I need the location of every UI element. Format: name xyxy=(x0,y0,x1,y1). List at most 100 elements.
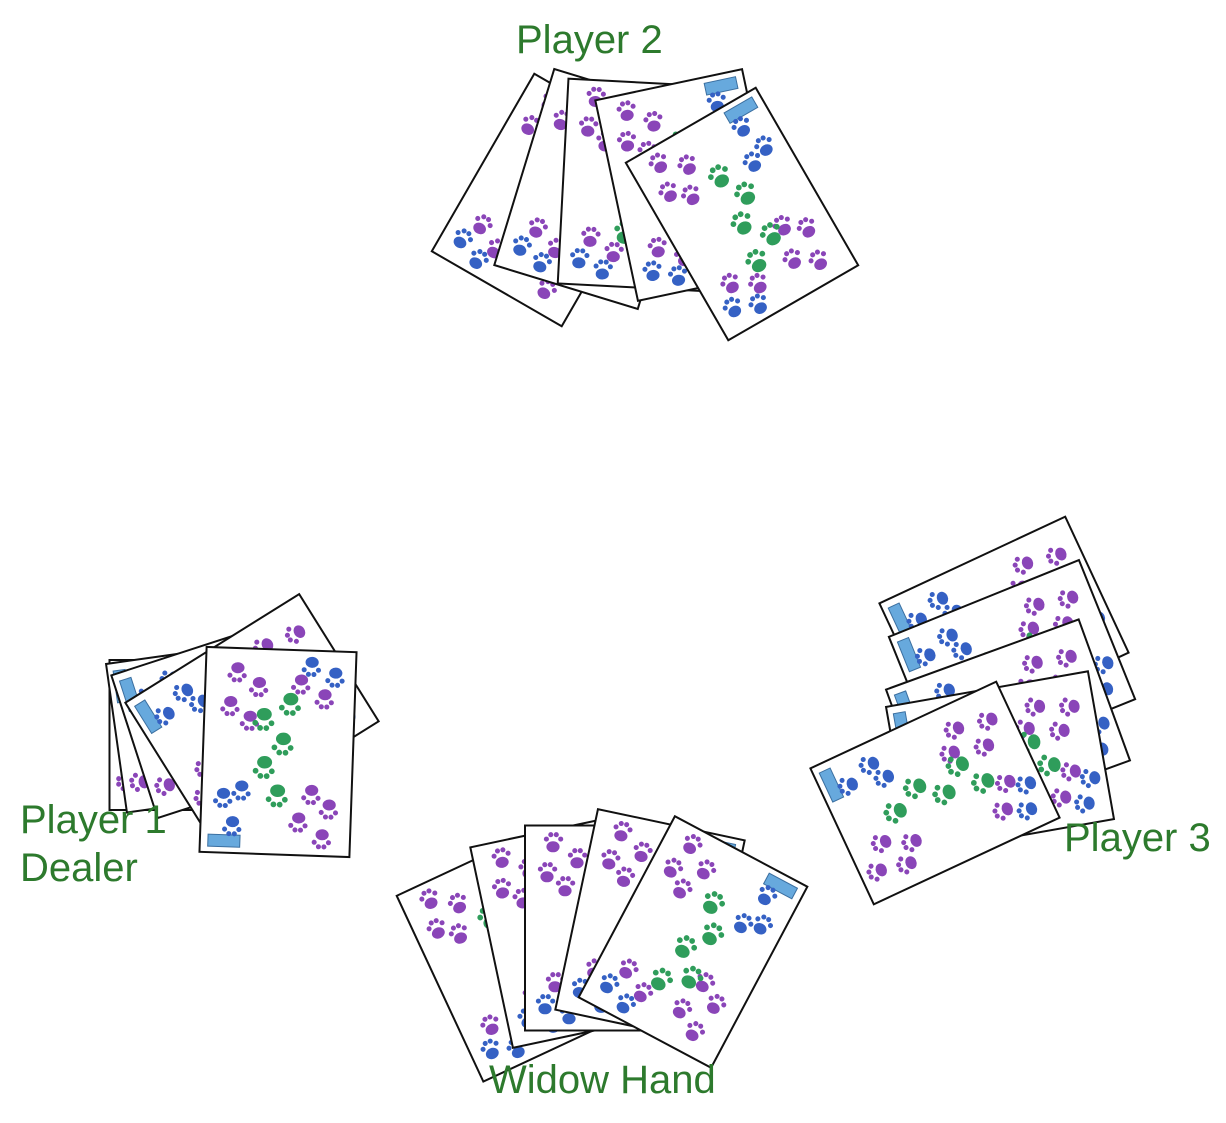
paw-print-icon xyxy=(473,214,493,235)
paw-print-icon xyxy=(970,773,995,794)
paw-print-icon xyxy=(480,1014,499,1036)
paw-print-icon xyxy=(706,91,726,112)
paw-print-icon xyxy=(447,892,467,914)
paw-print-icon xyxy=(252,756,275,779)
paw-print-icon xyxy=(883,802,907,824)
paw-print-icon xyxy=(720,272,739,294)
paw-print-icon xyxy=(616,100,636,121)
card-badge-icon xyxy=(723,96,759,125)
paw-print-icon xyxy=(529,217,548,238)
paw-print-icon xyxy=(951,641,972,661)
paw-print-icon xyxy=(748,272,767,294)
paw-print-icon xyxy=(613,820,633,842)
paw-print-icon xyxy=(1045,547,1067,566)
paw-print-icon xyxy=(633,841,653,862)
paw-print-icon xyxy=(1050,788,1072,808)
card-badge-icon xyxy=(896,636,922,673)
paw-print-icon xyxy=(1023,597,1045,616)
paw-print-icon xyxy=(1016,802,1038,821)
paw-print-icon xyxy=(994,774,1016,794)
paw-print-icon xyxy=(722,296,742,318)
paw-print-icon xyxy=(1037,754,1061,777)
paw-print-icon xyxy=(604,241,624,263)
paw-print-icon xyxy=(643,110,663,132)
paw-print-icon xyxy=(703,891,726,914)
paw-print-icon xyxy=(480,1038,499,1060)
paw-print-icon xyxy=(1079,768,1101,789)
paw-print-icon xyxy=(648,152,668,173)
card-badge-icon xyxy=(703,76,739,96)
paw-print-icon xyxy=(1059,697,1080,717)
paw-print-icon xyxy=(593,259,613,280)
paw-print-icon xyxy=(730,211,752,235)
paw-print-icon xyxy=(1057,590,1079,609)
player-1-name: Player 1 xyxy=(20,798,167,842)
paw-print-icon xyxy=(734,181,756,205)
paw-print-icon xyxy=(325,667,345,688)
paw-print-icon xyxy=(1074,794,1095,814)
paw-print-icon xyxy=(1024,697,1046,717)
paw-print-icon xyxy=(567,848,588,869)
paw-print-icon xyxy=(742,151,762,172)
paw-print-icon xyxy=(601,849,621,870)
player-1-card-5 xyxy=(198,645,358,859)
paw-print-icon xyxy=(600,973,620,994)
paw-print-icon xyxy=(696,859,717,880)
paw-print-icon xyxy=(616,866,636,887)
paw-print-icon xyxy=(318,799,339,820)
player-3-card-5 xyxy=(809,680,1061,906)
paw-print-icon xyxy=(154,777,175,796)
paw-print-icon xyxy=(619,958,639,979)
paw-print-icon xyxy=(901,834,922,853)
paw-print-icon xyxy=(535,994,556,1015)
paw-print-icon xyxy=(248,677,269,698)
paw-print-icon xyxy=(586,86,606,107)
paw-print-icon xyxy=(555,876,576,897)
paw-print-icon xyxy=(808,249,827,271)
paw-print-icon xyxy=(658,181,677,202)
paw-print-icon xyxy=(667,265,688,286)
paw-print-icon xyxy=(222,816,242,837)
paw-print-icon xyxy=(680,184,700,206)
paw-print-icon xyxy=(265,784,288,808)
paw-print-icon xyxy=(1022,655,1043,674)
paw-print-icon xyxy=(231,780,251,801)
card-badge-icon xyxy=(133,699,163,735)
paw-print-icon xyxy=(663,857,684,878)
paw-print-icon xyxy=(647,236,667,258)
paw-print-icon xyxy=(491,877,511,899)
paw-print-icon xyxy=(992,802,1014,821)
paw-print-icon xyxy=(866,863,887,882)
paw-print-icon xyxy=(1015,776,1037,795)
paw-print-icon xyxy=(932,784,956,806)
paw-print-icon xyxy=(284,625,306,644)
paw-print-icon xyxy=(896,856,917,875)
paw-print-icon xyxy=(301,784,321,806)
paw-print-icon xyxy=(973,738,995,757)
paw-print-icon xyxy=(782,248,801,269)
paw-print-icon xyxy=(271,732,294,756)
paw-print-icon xyxy=(937,628,958,647)
paw-print-icon xyxy=(227,662,247,683)
paw-print-icon xyxy=(533,252,552,273)
paw-print-icon xyxy=(745,248,767,273)
paw-print-icon xyxy=(311,829,331,850)
card-badge-icon xyxy=(762,872,799,900)
paw-print-icon xyxy=(651,967,673,991)
paw-print-icon xyxy=(748,293,767,314)
paw-print-icon xyxy=(513,235,532,256)
paw-print-icon xyxy=(685,1021,706,1042)
widow-hand-label: Widow Hand xyxy=(489,1058,716,1102)
paw-print-icon xyxy=(570,248,590,269)
paw-print-icon xyxy=(301,656,322,678)
paw-print-icon xyxy=(213,787,233,809)
player-3-label: Player 3 xyxy=(1064,816,1211,860)
paw-print-icon xyxy=(927,591,949,610)
paw-print-icon xyxy=(1056,649,1077,668)
paw-print-icon xyxy=(683,833,703,855)
paw-print-icon xyxy=(642,260,662,282)
paw-print-icon xyxy=(1049,721,1070,741)
paw-print-icon xyxy=(491,847,511,868)
paw-print-icon xyxy=(858,756,880,775)
